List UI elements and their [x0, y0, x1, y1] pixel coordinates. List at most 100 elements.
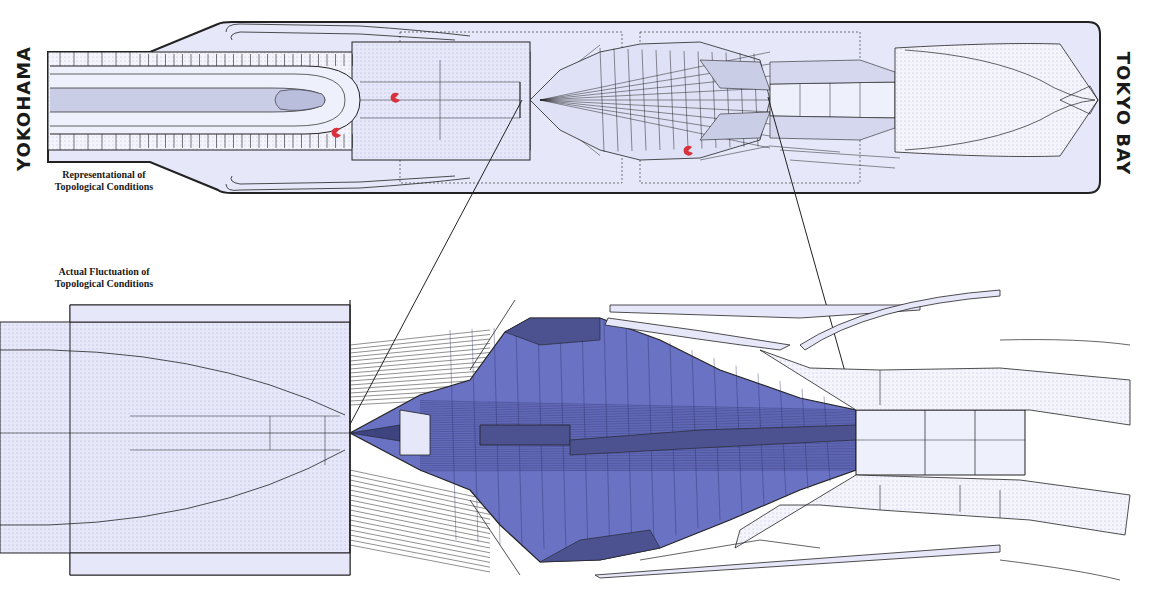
hatch-line	[88, 134, 89, 150]
hatch-line	[174, 54, 175, 66]
hatch-line	[350, 344, 490, 358]
hatch-line	[350, 339, 490, 353]
hatch-line	[350, 545, 490, 572]
hatch-line	[318, 134, 319, 148]
hatch-line	[420, 463, 856, 464]
hatch-line	[350, 366, 490, 377]
hatch-line	[301, 54, 302, 66]
hatch-line	[242, 54, 243, 66]
hatch-line	[420, 410, 856, 418]
hatch-line	[420, 419, 856, 426]
hatch-line	[540, 100, 770, 112]
hatch-line	[225, 134, 226, 148]
hatch-line	[420, 458, 856, 459]
hatch-line	[267, 134, 268, 148]
hatch-line	[165, 54, 166, 66]
hatch-line	[582, 323, 588, 553]
hatch-line	[350, 371, 490, 382]
hatch-line	[420, 460, 856, 462]
hatch-line	[250, 134, 251, 148]
hatch-line	[420, 453, 856, 455]
hatch-line	[420, 468, 856, 470]
hatch-line	[140, 134, 141, 148]
hatch-line	[352, 134, 353, 148]
hatch-line	[148, 134, 149, 148]
hatch-line	[208, 134, 209, 148]
hatch-line	[191, 134, 192, 148]
hatch-line	[350, 540, 490, 567]
plan-enlargement	[0, 290, 1130, 580]
hatch-line	[284, 54, 285, 66]
hatch-line	[182, 54, 183, 66]
hatch-line	[310, 134, 311, 148]
hatch-line	[60, 52, 61, 66]
hatch-line	[420, 417, 856, 424]
hatch-line	[60, 134, 61, 150]
caption-note: Actual Fluctuation of Topological Condit…	[54, 266, 154, 290]
hatch-line	[199, 134, 200, 148]
hatch-line	[276, 134, 277, 148]
hatch-line	[301, 134, 302, 148]
hatch-line	[242, 134, 243, 148]
hatch-line	[208, 54, 209, 66]
hatch-line	[327, 54, 328, 66]
hatch-line	[191, 54, 192, 66]
hatch-line	[350, 490, 490, 519]
hatch-line	[130, 52, 131, 66]
hatch-line	[157, 134, 158, 148]
hatch-line	[420, 455, 856, 457]
hatch-line	[102, 134, 103, 150]
hatch-line	[344, 134, 345, 148]
plan-overview	[48, 22, 1100, 193]
hatch-line	[540, 52, 770, 100]
hatch-line	[199, 54, 200, 66]
hatch-line	[335, 54, 336, 66]
place-label: YOKOHAMA	[13, 46, 34, 171]
hatch-line	[420, 461, 856, 463]
hatch-line	[540, 88, 770, 100]
hatch-line	[420, 408, 856, 416]
hatch-line	[74, 52, 75, 66]
hatch-line	[157, 54, 158, 66]
hatch-line	[420, 466, 856, 467]
hatch-line	[344, 54, 345, 66]
hatch-line	[182, 134, 183, 148]
hatch-line	[174, 134, 175, 148]
hatch-line	[318, 54, 319, 66]
place-label: TOKYO BAY	[1113, 51, 1134, 174]
caption-note: Representational of Topological Conditio…	[54, 169, 154, 193]
hatch-line	[250, 54, 251, 66]
hatch-line	[116, 52, 117, 66]
hatch-line	[420, 470, 856, 472]
hatch-line	[293, 134, 294, 148]
hatch-line	[116, 134, 117, 150]
hatch-line	[284, 134, 285, 148]
hatch-line	[540, 100, 770, 101]
hatch-line	[225, 54, 226, 66]
hatch-line	[420, 456, 856, 457]
zoom-leader	[768, 97, 856, 411]
hatch-line	[267, 54, 268, 66]
hatch-line	[310, 54, 311, 66]
hatch-line	[327, 134, 328, 148]
hatch-line	[450, 330, 456, 540]
hatch-line	[102, 52, 103, 66]
hatch-line	[165, 134, 166, 148]
hatch-line	[420, 406, 856, 415]
hatch-line	[350, 330, 490, 345]
hatch-line	[259, 134, 260, 148]
hatch-line	[420, 404, 856, 413]
hatch-line	[216, 54, 217, 66]
hatch-line	[74, 134, 75, 150]
hatch-line	[276, 54, 277, 66]
hatch-line	[420, 465, 856, 466]
hatch-line	[350, 335, 490, 350]
hatch-line	[293, 54, 294, 66]
hatch-line	[352, 54, 353, 66]
hatch-line	[259, 54, 260, 66]
hatch-line	[233, 134, 234, 148]
hatch-line	[88, 52, 89, 66]
hatch-line	[216, 134, 217, 148]
hatch-line	[130, 134, 131, 150]
